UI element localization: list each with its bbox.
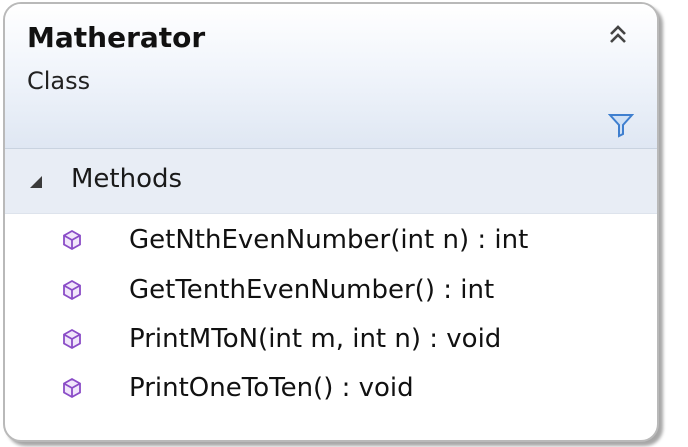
double-chevron-up-icon: [610, 25, 626, 43]
class-kind-label: Class: [27, 67, 91, 95]
methods-section-label: Methods: [71, 164, 183, 194]
method-cube-icon: [63, 279, 81, 301]
method-row[interactable]: PrintMToN(int m, int n) : void: [5, 317, 657, 365]
class-name: Matherator: [27, 21, 206, 54]
method-signature: PrintOneToTen() : void: [129, 373, 414, 403]
method-row[interactable]: PrintOneToTen() : void: [5, 366, 657, 414]
funnel-filter-icon: [607, 114, 635, 138]
method-signature: GetTenthEvenNumber() : int: [129, 275, 495, 305]
collapse-button[interactable]: [605, 22, 631, 48]
methods-section-header[interactable]: Methods: [5, 149, 657, 214]
method-signature: GetNthEvenNumber(int n) : int: [129, 225, 529, 255]
filter-button[interactable]: [607, 112, 635, 138]
class-shape[interactable]: Matherator Class Methods GetNthEvenNumbe…: [3, 2, 659, 442]
method-row[interactable]: GetNthEvenNumber(int n) : int: [5, 218, 657, 266]
method-signature: PrintMToN(int m, int n) : void: [129, 324, 502, 354]
method-cube-icon: [63, 229, 81, 251]
method-cube-icon: [63, 328, 81, 350]
method-row[interactable]: GetTenthEvenNumber() : int: [5, 268, 657, 316]
class-header: Matherator Class: [5, 4, 657, 149]
method-cube-icon: [63, 377, 81, 399]
expanded-triangle-icon[interactable]: [29, 175, 43, 189]
